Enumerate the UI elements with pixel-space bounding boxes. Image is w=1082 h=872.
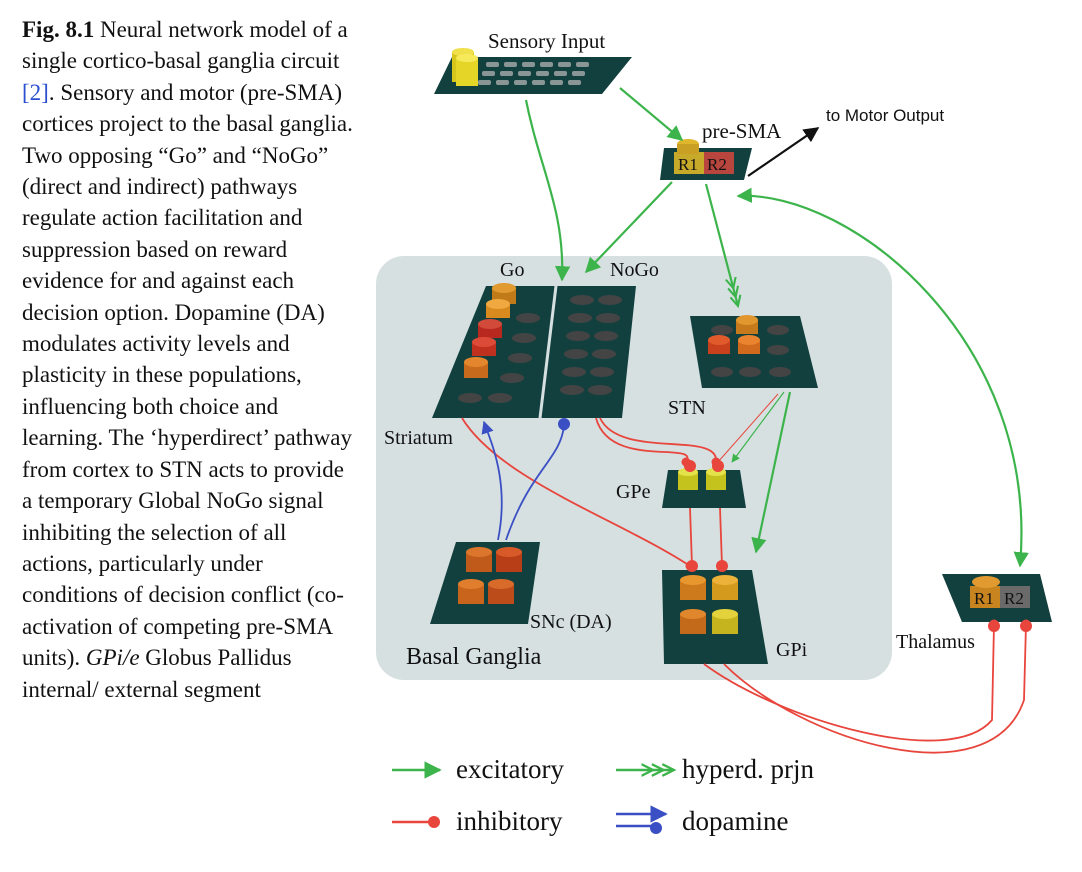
figure-label: Fig. 8.1 bbox=[22, 17, 95, 42]
legend-dopamine-symbol bbox=[616, 805, 668, 834]
sensory-input-layer bbox=[434, 48, 632, 94]
legend-excitatory-label: excitatory bbox=[456, 754, 564, 784]
motor-output-arrow bbox=[747, 127, 820, 177]
caption-text-3: Globus Pallidus internal/ external segme… bbox=[22, 645, 292, 702]
gpi-label: GPi bbox=[776, 639, 808, 661]
gpe-label: GPe bbox=[616, 481, 651, 503]
gpe-layer bbox=[662, 468, 746, 508]
caption-text-2: . Sensory and motor (pre-SMA) cortices p… bbox=[22, 79, 353, 671]
sensory-input-label: Sensory Input bbox=[488, 29, 605, 53]
dopamine-projections bbox=[481, 420, 569, 541]
go-label: Go bbox=[500, 259, 524, 281]
striatum-label: Striatum bbox=[384, 427, 453, 449]
snc-label: SNc (DA) bbox=[530, 611, 612, 633]
thalamus-r1-label: R1 bbox=[974, 589, 994, 608]
legend-dopamine-label: dopamine bbox=[682, 806, 788, 836]
stn-layer bbox=[690, 315, 818, 388]
legend-inhibitory-label: inhibitory bbox=[456, 806, 563, 836]
excitatory-projections bbox=[524, 87, 1029, 568]
figure-caption: Fig. 8.1 Neural network model of a singl… bbox=[22, 14, 357, 705]
pre-sma-r1-label: R1 bbox=[678, 155, 698, 174]
inhibitory-projections bbox=[461, 393, 1031, 754]
pre-sma-label: pre-SMA bbox=[702, 119, 782, 143]
hyperdirect-projections bbox=[704, 183, 738, 306]
legend: excitatory hyperd. prjn inhibitory dopam… bbox=[392, 754, 814, 836]
stn-label: STN bbox=[668, 397, 706, 419]
gpi-layer bbox=[662, 570, 768, 664]
striatum-layer bbox=[432, 283, 636, 419]
to-motor-output-label: to Motor Output bbox=[826, 106, 944, 125]
legend-hyperdirect-label: hyperd. prjn bbox=[682, 754, 814, 784]
thalamus-label: Thalamus bbox=[896, 631, 975, 653]
pre-sma-r2-label: R2 bbox=[707, 155, 727, 174]
citation-link[interactable]: [2] bbox=[22, 79, 49, 105]
caption-abbrev: GPi/e bbox=[85, 645, 140, 671]
thalamus-r2-label: R2 bbox=[1004, 589, 1024, 608]
caption-text-1: Neural network model of a single cortico… bbox=[22, 17, 348, 74]
basal-ganglia-label: Basal Ganglia bbox=[406, 644, 542, 670]
thalamus-layer bbox=[942, 574, 1052, 622]
snc-layer bbox=[430, 542, 540, 624]
nogo-label: NoGo bbox=[610, 259, 659, 281]
pre-sma-layer bbox=[660, 139, 752, 180]
